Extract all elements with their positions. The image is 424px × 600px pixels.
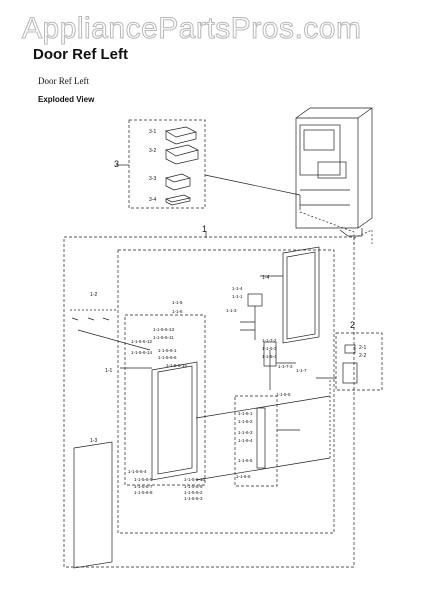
callout-1-1-6-1: 1-1-6-1 xyxy=(238,411,253,416)
diagram-subtitle: Door Ref Left xyxy=(38,76,89,86)
callout-1-1-6-3: 1-1-6-3 xyxy=(238,430,253,435)
callout-1-1-1: 1-1-1 xyxy=(232,294,243,299)
callout-1-1-7-2: 1-1-7-2 xyxy=(262,338,277,343)
site-watermark: AppliancePartsPros.com xyxy=(21,12,362,46)
callout-1-1-7: 1-1-7 xyxy=(296,368,307,373)
hinge-bracket xyxy=(247,293,263,307)
hinge-2-2 xyxy=(342,362,358,384)
door-gasket xyxy=(282,246,320,344)
callout-1-2: 1-2 xyxy=(90,292,97,298)
callout-1-1-5-6-7: 1-1-5-6-7 xyxy=(134,484,153,489)
callout-1-1-5-6-15: 1-1-5-6-15 xyxy=(166,363,188,368)
callout-1-1-6-2: 1-1-6-2 xyxy=(238,419,253,424)
callout-1-4: 1-4 xyxy=(262,275,269,281)
page-title: Door Ref Left xyxy=(33,46,128,63)
callout-3-1: 3-1 xyxy=(149,129,156,135)
view-label: Exploded View xyxy=(38,95,95,104)
callout-1-1-5-6-5: 1-1-5-6-5 xyxy=(134,477,153,482)
callout-1-1-4: 1-1-4 xyxy=(232,286,243,291)
bin-3-1 xyxy=(165,126,198,145)
callout-1-1-5-6-8: 1-1-5-6-8 xyxy=(134,490,153,495)
callout-1-1-5-6-12: 1-1-5-6-12 xyxy=(131,339,153,344)
callout-3-2: 3-2 xyxy=(149,148,156,154)
callout-1-1-6-4: 1-1-6-4 xyxy=(238,438,253,443)
callout-3: 3 xyxy=(114,159,119,169)
callout-1-1-6-6: 1-1-6-6 xyxy=(236,474,251,479)
callout-1-1-5-5: 1-1-5-5 xyxy=(276,392,291,397)
callout-3-4: 3-4 xyxy=(149,197,156,203)
callout-1-1-5-6-6: 1-1-5-6-6 xyxy=(158,355,177,360)
bin-3-4 xyxy=(164,194,192,206)
callout-1-1-5-6-14: 1-1-5-6-14 xyxy=(131,350,153,355)
door-handle xyxy=(256,407,266,469)
group-1-box xyxy=(63,236,355,568)
refrigerator-unit xyxy=(295,107,373,237)
callout-1-3: 1-3 xyxy=(90,438,97,444)
callout-1-1-6-5: 1-1-6-5 xyxy=(238,458,253,463)
callout-1-1: 1-1 xyxy=(105,368,112,374)
group-2-box xyxy=(335,332,383,391)
bin-3-3 xyxy=(164,173,192,191)
cap-2-1 xyxy=(344,344,356,354)
callout-3-3: 3-3 xyxy=(149,176,156,182)
callout-1-1-3: 1-1-3 xyxy=(226,308,237,313)
door-front xyxy=(73,441,113,569)
callout-1-1-5-6-13: 1-1-5-6-13 xyxy=(153,327,175,332)
callout-1-1-7-3: 1-1-7-3 xyxy=(278,364,293,369)
door-panel xyxy=(151,361,198,481)
callout-2-1: 2-1 xyxy=(359,345,366,351)
callout-1-1-5-3: 1-1-5-3 xyxy=(262,346,277,351)
callout-1-1-5-6-11: 1-1-5-6-11 xyxy=(153,335,174,340)
callout-1-1-5-6-1: 1-1-5-6-1 xyxy=(158,348,177,353)
callout-2-2: 2-2 xyxy=(359,353,366,359)
callout-1-1-5-6-2: 1-1-5-6-2 xyxy=(184,490,203,495)
callout-1-1-5-6-10: 1-1-5-6-10 xyxy=(184,477,206,482)
callout-2: 2 xyxy=(350,320,355,330)
group-3-box xyxy=(128,119,206,209)
callout-1-1-5-6-3: 1-1-5-6-3 xyxy=(184,496,203,501)
callout-1-1-5-6-9: 1-1-5-6-9 xyxy=(184,484,203,489)
callout-1-1-5-6-4: 1-1-5-6-4 xyxy=(128,469,147,474)
callout-1-1-5: 1-1-5 xyxy=(172,300,183,305)
callout-1: 1 xyxy=(202,224,207,234)
callout-1-1-5-4: 1-1-5-4 xyxy=(262,354,277,359)
callout-1-1-6: 1-1-6 xyxy=(172,309,183,314)
bin-3-2 xyxy=(165,144,199,165)
